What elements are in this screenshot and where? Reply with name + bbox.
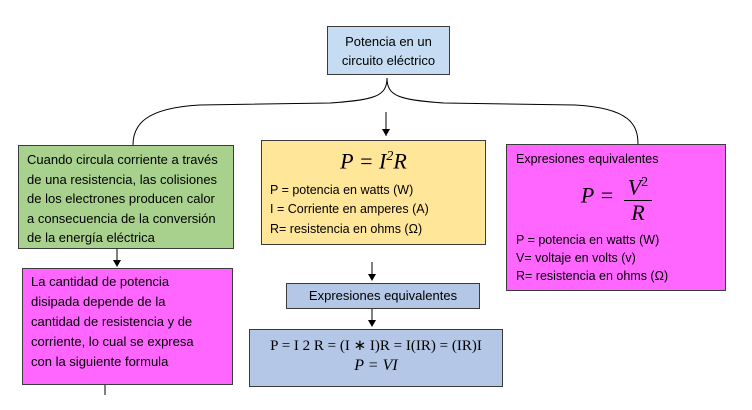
description-line: de los electrones producen calor (27, 191, 215, 206)
power-dependency-box: La cantidad de potencia disipada depende… (22, 268, 233, 385)
dependency-line: corriente, lo cual se expresa (31, 334, 194, 349)
right-variable-line: V= voltaje en volts (v) (516, 251, 636, 266)
right-equivalent-box: Expresiones equivalentes P = V2 R P = po… (506, 144, 726, 291)
right-heading: Expresiones equivalentes (516, 152, 659, 166)
fraction: V2 R (623, 170, 653, 226)
dependency-line: cantidad de resistencia y de (31, 314, 193, 329)
description-line: de la energía eléctrica (27, 230, 155, 245)
variable-line: P = potencia en watts (W) (270, 182, 414, 197)
title-line: circuito eléctrico (341, 53, 436, 68)
right-variable-line: P = potencia en watts (W) (516, 233, 660, 248)
right-formula: P = V2 R (516, 170, 717, 225)
formula-lhs: P = I (340, 148, 387, 174)
description-line: a consecuencia de la conversión (27, 210, 216, 226)
main-formula-box: P = I2R P = potencia en watts (W) I = Co… (261, 140, 486, 245)
variable-line: I = Corriente en amperes (A) (270, 202, 429, 217)
description-box: Cuando circula corriente a través de una… (18, 145, 234, 249)
dependency-line: con la siguiente formula (31, 354, 169, 369)
main-formula: P = I2R (270, 147, 477, 174)
fraction-numerator: V2 (623, 170, 653, 202)
variable-line: R= resistencia en ohms (Ω) (270, 221, 423, 236)
dependency-line: disipada depende de la (31, 294, 166, 309)
numerator-base: V (627, 174, 642, 200)
description-line: de una resistencia, las colisiones (27, 171, 218, 187)
equivalent-formula-chain: P = I 2 R = (I ∗ I)R = I(IR) = (IR)I (270, 338, 482, 354)
formula-rhs: R (393, 148, 407, 174)
equivalent-formula-vi: P = VI (354, 357, 398, 374)
equivalent-expressions-label: Expresiones equivalentes (286, 283, 480, 309)
title-line: Potencia en un (345, 34, 432, 49)
title-box: Potencia en un circuito eléctrico (327, 26, 450, 75)
dependency-line: La cantidad de potencia (31, 274, 170, 289)
right-formula-lhs: P = (580, 182, 615, 208)
formula-exponent: 2 (386, 149, 394, 164)
numerator-exponent: 2 (641, 175, 649, 190)
right-variable-line: R= resistencia en ohms (Ω) (516, 269, 669, 284)
description-line: Cuando circula corriente a través (27, 152, 218, 167)
equivalent-formulas-box: P = I 2 R = (I ∗ I)R = I(IR) = (IR)I P =… (249, 329, 503, 387)
fraction-denominator: R (631, 200, 645, 226)
